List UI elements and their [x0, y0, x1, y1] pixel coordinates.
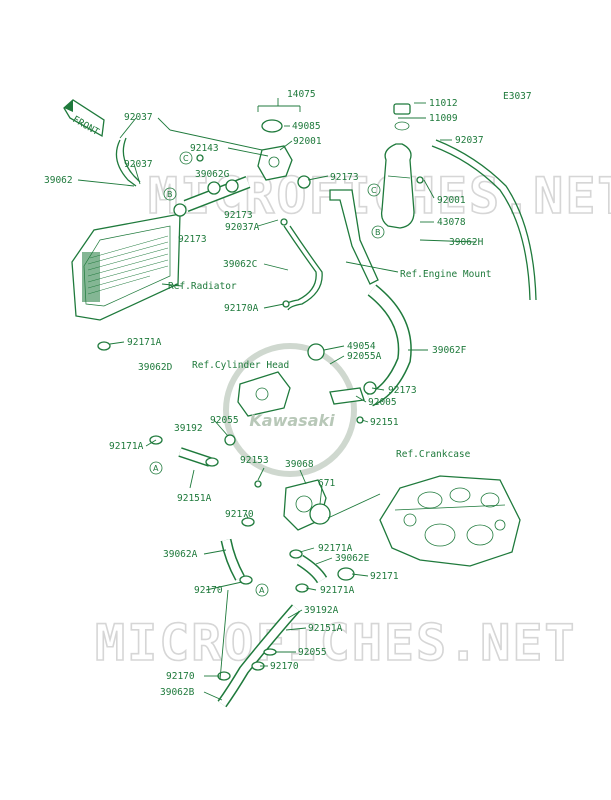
- svg-text:A: A: [259, 586, 265, 595]
- leader-lines: [77, 98, 477, 701]
- part-92170-br: 92170: [270, 661, 299, 672]
- ref-crankcase: Ref.Crankcase: [396, 449, 471, 460]
- part-49054: 49054: [347, 341, 376, 352]
- thermostat-housing-icon: [237, 371, 291, 417]
- part-39062E: 39062E: [335, 553, 370, 564]
- part-92173-mid: 92173: [224, 210, 253, 221]
- part-92001-right: 92001: [437, 195, 466, 206]
- part-11009: 11009: [429, 113, 458, 124]
- part-39062A: 39062A: [163, 549, 198, 560]
- part-92171A-r1: 92171A: [318, 543, 353, 554]
- ref-radiator: Ref.Radiator: [168, 281, 237, 292]
- part-39192: 39192: [174, 423, 203, 434]
- part-39062H: 39062H: [449, 237, 484, 248]
- part-92055A: 92055A: [347, 351, 382, 362]
- part-39062F: 39062F: [432, 345, 467, 356]
- part-92055-low: 92055: [298, 647, 327, 658]
- watermark-bottom: MICROFICHES.NET: [95, 614, 577, 672]
- diagram-code: E3037: [503, 91, 532, 102]
- part-92170-low: 92170: [194, 585, 223, 596]
- part-92173-left: 92173: [178, 234, 207, 245]
- ref-cylinder-head: Ref.Cylinder Head: [192, 360, 289, 371]
- engine-mount-bracket-icon: [329, 189, 379, 285]
- part-92153: 92153: [240, 455, 269, 466]
- part-92171A-r2: 92171A: [320, 585, 355, 596]
- part-92005: 92005: [368, 397, 397, 408]
- part-92171A-mid: 92171A: [109, 441, 144, 452]
- part-39062: 39062: [44, 175, 73, 186]
- part-92055-mid: 92055: [210, 415, 239, 426]
- part-92037-topright: 92037: [455, 135, 484, 146]
- callout-C-top: C: [179, 151, 193, 165]
- part-92173-top: 92173: [330, 172, 359, 183]
- part-39062G: 39062G: [195, 169, 230, 180]
- part-92037A: 92037A: [225, 222, 260, 233]
- callout-A-left: A: [149, 461, 163, 475]
- part-39062B: 39062B: [160, 687, 195, 698]
- part-11012: 11012: [429, 98, 458, 109]
- part-92170-mid: 92170: [225, 509, 254, 520]
- part-14075: 14075: [287, 89, 316, 100]
- callout-B-right: B: [371, 225, 385, 239]
- part-92171A-left: 92171A: [127, 337, 162, 348]
- svg-text:C: C: [183, 154, 189, 163]
- part-92001-top: 92001: [293, 136, 322, 147]
- part-92151A-right: 92151A: [308, 623, 343, 634]
- callout-A-low: A: [255, 583, 269, 597]
- reservoir-tank-icon: [380, 103, 415, 229]
- part-92151: 92151: [370, 417, 399, 428]
- part-92151A-left: 92151A: [177, 493, 212, 504]
- water-pump-icon: [283, 479, 331, 531]
- kawasaki-logo: Kawasaki: [223, 343, 357, 477]
- callout-B-left: B: [163, 187, 177, 201]
- kawasaki-brand: Kawasaki: [249, 411, 335, 430]
- part-39192A: 39192A: [304, 605, 339, 616]
- clamps-orings: [97, 154, 424, 681]
- svg-text:B: B: [375, 228, 381, 237]
- svg-text:C: C: [371, 186, 377, 195]
- svg-text:A: A: [153, 464, 159, 473]
- radiator-cap-assembly-icon: [257, 119, 293, 181]
- part-92173-low: 92173: [388, 385, 417, 396]
- callout-C-right: C: [367, 183, 381, 197]
- ref-engine-mount: Ref.Engine Mount: [400, 269, 492, 280]
- part-39062C: 39062C: [223, 259, 257, 270]
- part-39062D: 39062D: [138, 362, 173, 373]
- part-43078: 43078: [437, 217, 466, 228]
- part-671: 671: [318, 478, 335, 489]
- crankcase-icon: [379, 475, 521, 567]
- part-39068: 39068: [285, 459, 314, 470]
- part-92171: 92171: [370, 571, 399, 582]
- part-92037-topleft: 92037: [124, 112, 153, 123]
- part-92037-left: 92037: [124, 159, 153, 170]
- radiator-icon: [71, 213, 181, 321]
- svg-text:B: B: [167, 190, 173, 199]
- part-92170A: 92170A: [224, 303, 259, 314]
- part-92143: 92143: [190, 143, 219, 154]
- front-arrow-icon: FRONT: [63, 99, 105, 138]
- part-49085: 49085: [292, 121, 321, 132]
- part-92170-bl: 92170: [166, 671, 195, 682]
